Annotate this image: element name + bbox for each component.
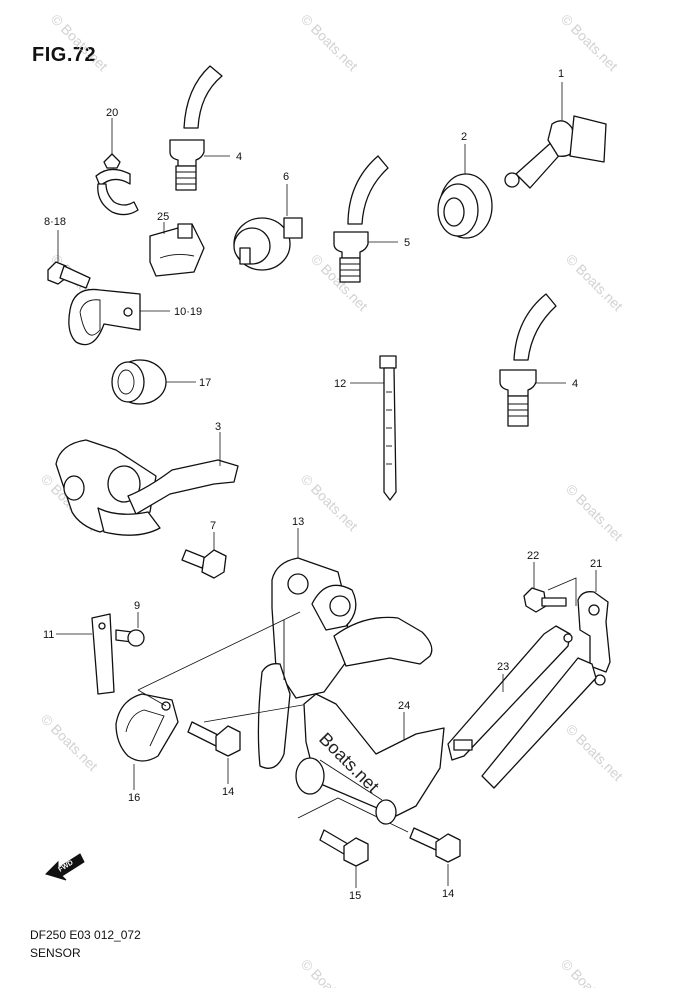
part-11-strip — [56, 613, 115, 695]
watermark: © Boats.net — [558, 11, 621, 74]
figure-name: SENSOR — [30, 946, 81, 960]
watermark: © Boats.net — [563, 721, 626, 784]
part-8-18-bolt — [47, 230, 91, 289]
callout-17: 17 — [199, 377, 211, 389]
watermark: © Boats.net — [48, 11, 111, 74]
part-22-bolt — [523, 562, 567, 613]
part-13-bracket — [257, 528, 433, 769]
figure-title: FIG.72 — [32, 44, 97, 66]
watermark: © Boats.net — [298, 471, 361, 534]
callout-15: 15 — [349, 890, 361, 902]
part-23-arm — [447, 625, 597, 789]
part-6-switch — [233, 184, 303, 271]
part-17-grommet — [111, 359, 196, 405]
part-4-sensor-top — [169, 65, 230, 191]
callout-20: 20 — [106, 107, 118, 119]
callout-12: 12 — [334, 378, 346, 390]
callout-7: 7 — [210, 520, 216, 532]
callout-16: 16 — [128, 792, 140, 804]
callout-25: 25 — [157, 211, 169, 223]
callout-24: 24 — [398, 700, 410, 712]
callout-14a: 14 — [222, 786, 234, 798]
part-5-sensor — [333, 155, 398, 283]
part-14-bolt-right — [409, 827, 461, 886]
part-9-screw — [115, 612, 145, 647]
part-4-sensor-right — [499, 293, 566, 427]
part-1-connector — [504, 82, 607, 189]
callout-3: 3 — [215, 421, 221, 433]
callout-8-18: 8·18 — [44, 216, 66, 228]
callout-21: 21 — [590, 558, 602, 570]
part-15-bolt — [319, 829, 369, 888]
part-14-bolt-left — [187, 721, 241, 784]
callout-23: 23 — [497, 661, 509, 673]
callout-labels: 1 2 3 4 4 5 6 7 8·18 9 10·19 11 12 13 14… — [43, 68, 602, 902]
part-21-bracket — [547, 570, 611, 686]
callout-6: 6 — [283, 171, 289, 183]
part-20-clip — [95, 118, 139, 216]
callout-5: 5 — [404, 237, 410, 249]
callout-14b: 14 — [442, 888, 454, 900]
watermark: © Boats.net — [298, 956, 361, 988]
part-7-bolt — [181, 532, 227, 579]
part-16-clip — [115, 693, 179, 790]
fwd-arrow-icon: FWD — [45, 853, 85, 881]
part-2-grommet — [437, 144, 493, 239]
callout-13: 13 — [292, 516, 304, 528]
callout-10-19: 10·19 — [174, 306, 202, 318]
callout-4a: 4 — [236, 151, 242, 163]
watermark: © Boats.net — [563, 251, 626, 314]
callout-9: 9 — [134, 600, 140, 612]
part-25-clamp — [149, 222, 205, 277]
callout-11: 11 — [43, 629, 54, 641]
watermark: © Boats.net — [563, 481, 626, 544]
callout-4b: 4 — [572, 378, 578, 390]
callout-2: 2 — [461, 131, 467, 143]
part-24-bracket — [295, 693, 445, 825]
part-10-19-pclamp — [68, 288, 170, 346]
figure-code: DF250 E03 012_072 — [30, 928, 141, 942]
watermark: © Boats.net — [38, 711, 101, 774]
callout-22: 22 — [527, 550, 539, 562]
part-12-cable-tie — [350, 355, 397, 501]
watermark: © Boats.net — [298, 11, 361, 74]
watermark: © Boats.net — [558, 956, 621, 988]
callout-1: 1 — [558, 68, 564, 80]
part-3-switch — [55, 432, 239, 536]
